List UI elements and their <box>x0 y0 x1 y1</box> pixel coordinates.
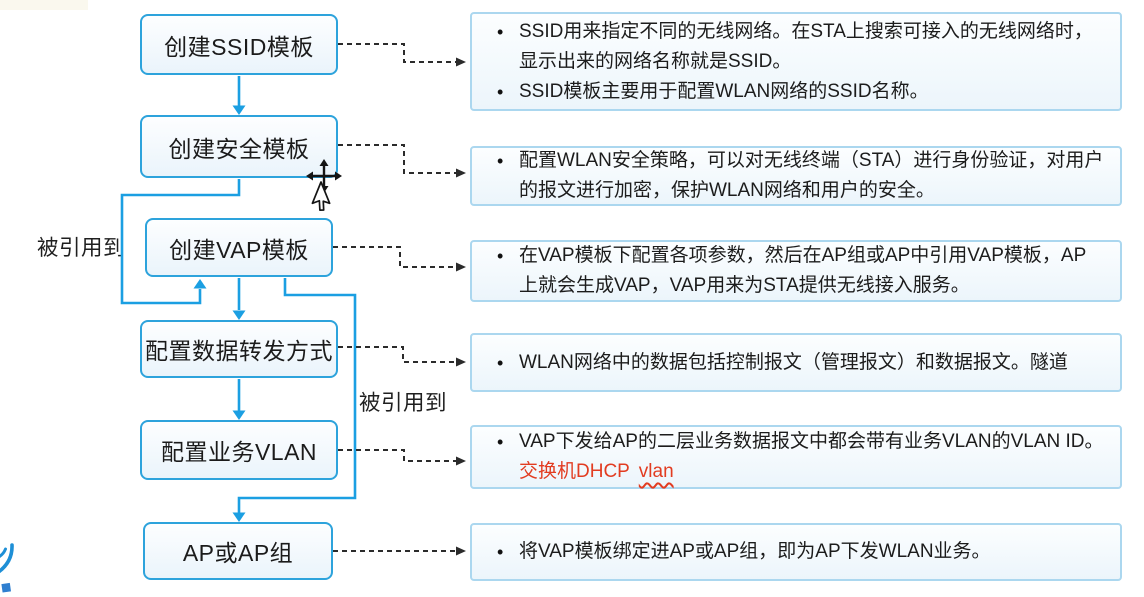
bullet-item: SSID模板主要用于配置WLAN网络的SSID名称。 <box>492 77 1104 107</box>
mouse-pointer-icon <box>311 181 331 211</box>
bullet-list: 配置WLAN安全策略，可以对无线终端（STA）进行身份验证，对用户的报文进行加密… <box>472 146 1120 206</box>
watermark-logo-icon <box>0 543 14 593</box>
arrowhead-down-icon <box>232 105 246 115</box>
flow-step-label: 配置数据转发方式 <box>145 338 333 364</box>
dashed-security-to-info <box>338 144 456 174</box>
flow-step-label: 创建VAP模板 <box>169 236 309 263</box>
info-box-ap-binding-description: 将VAP模板绑定进AP或AP组，即为AP下发WLAN业务。 <box>470 523 1122 581</box>
bullet-list: WLAN网络中的数据包括控制报文（管理报文）和数据报文。隧道 <box>472 348 1120 378</box>
bullet-item: WLAN网络中的数据包括控制报文（管理报文）和数据报文。隧道 <box>492 348 1104 378</box>
arrowhead-right-icon <box>456 168 466 178</box>
arrowhead-right-icon <box>456 262 466 272</box>
flow-step-label: 创建安全模板 <box>168 135 310 162</box>
arrowhead-right-icon <box>456 357 466 367</box>
flow-step-label: 配置业务VLAN <box>160 439 318 465</box>
info-box-ssid-description: SSID用来指定不同的无线网络。在STA上搜索可接入的无线网络时，显示出来的网络… <box>470 12 1122 111</box>
arrowhead-right-icon <box>456 456 466 466</box>
vlan-desc-text: VAP下发给AP的二层业务数据报文中都会带有业务VLAN的VLAN ID。 <box>519 431 1104 452</box>
bullet-list: VAP下发给AP的二层业务数据报文中都会带有业务VLAN的VLAN ID。交换机… <box>472 427 1120 487</box>
arrowhead-right-icon <box>456 546 466 556</box>
arrowhead-down-icon <box>232 410 246 420</box>
referenced-into-label-right: 被引用到 <box>359 391 448 415</box>
flow-step-create-vap-template: 创建VAP模板 <box>145 218 333 277</box>
dashed-arrowheads <box>456 57 466 556</box>
info-box-vap-description: 在VAP模板下配置各项参数，然后在AP组或AP中引用VAP模板，AP上就会生成V… <box>470 240 1122 302</box>
arrowhead-down-icon <box>232 512 246 522</box>
dashed-reference-connectors <box>333 43 456 552</box>
dashed-ssid-to-info <box>338 43 456 63</box>
bullet-item: 将VAP模板绑定进AP或AP组，即为AP下发WLAN业务。 <box>492 537 1104 567</box>
vlan-note-red-text: 交换机DHCP <box>519 461 635 482</box>
vlan-note-misspelled-word: vlan <box>638 461 674 482</box>
dashed-forwarding-to-info <box>338 346 456 363</box>
arrowhead-down-icon <box>232 310 246 320</box>
flow-step-configure-service-vlan: 配置业务VLAN <box>140 420 338 480</box>
bullet-item: SSID用来指定不同的无线网络。在STA上搜索可接入的无线网络时，显示出来的网络… <box>492 17 1104 77</box>
top-left-tint <box>0 0 88 10</box>
bullet-item: 配置WLAN安全策略，可以对无线终端（STA）进行身份验证，对用户的报文进行加密… <box>492 146 1104 206</box>
info-box-security-description: 配置WLAN安全策略，可以对无线终端（STA）进行身份验证，对用户的报文进行加密… <box>470 146 1122 206</box>
flow-step-create-security-template: 创建安全模板 <box>140 115 338 178</box>
dashed-vap-to-info <box>333 246 456 268</box>
flow-step-label: 创建SSID模板 <box>164 33 314 60</box>
bullet-list: SSID用来指定不同的无线网络。在STA上搜索可接入的无线网络时，显示出来的网络… <box>472 17 1120 107</box>
flow-step-ap-or-ap-group: AP或AP组 <box>143 522 333 580</box>
arrowhead-right-icon <box>456 57 466 67</box>
bullet-list: 在VAP模板下配置各项参数，然后在AP组或AP中引用VAP模板，AP上就会生成V… <box>472 241 1120 301</box>
flow-step-label: AP或AP组 <box>182 540 294 566</box>
arrowhead-up-icon <box>193 279 207 289</box>
bullet-item: VAP下发给AP的二层业务数据报文中都会带有业务VLAN的VLAN ID。交换机… <box>492 427 1104 487</box>
info-box-service-vlan-description: VAP下发给AP的二层业务数据报文中都会带有业务VLAN的VLAN ID。交换机… <box>470 425 1122 489</box>
flow-step-configure-forwarding-mode: 配置数据转发方式 <box>140 320 338 378</box>
flow-step-create-ssid-template: 创建SSID模板 <box>140 14 338 75</box>
bullet-list: 将VAP模板绑定进AP或AP组，即为AP下发WLAN业务。 <box>472 537 1120 567</box>
referenced-into-label-left: 被引用到 <box>37 236 126 260</box>
bullet-item: 在VAP模板下配置各项参数，然后在AP组或AP中引用VAP模板，AP上就会生成V… <box>492 241 1104 301</box>
dashed-vlan-to-info <box>338 449 456 462</box>
info-box-forwarding-description: WLAN网络中的数据包括控制报文（管理报文）和数据报文。隧道 <box>470 333 1122 392</box>
